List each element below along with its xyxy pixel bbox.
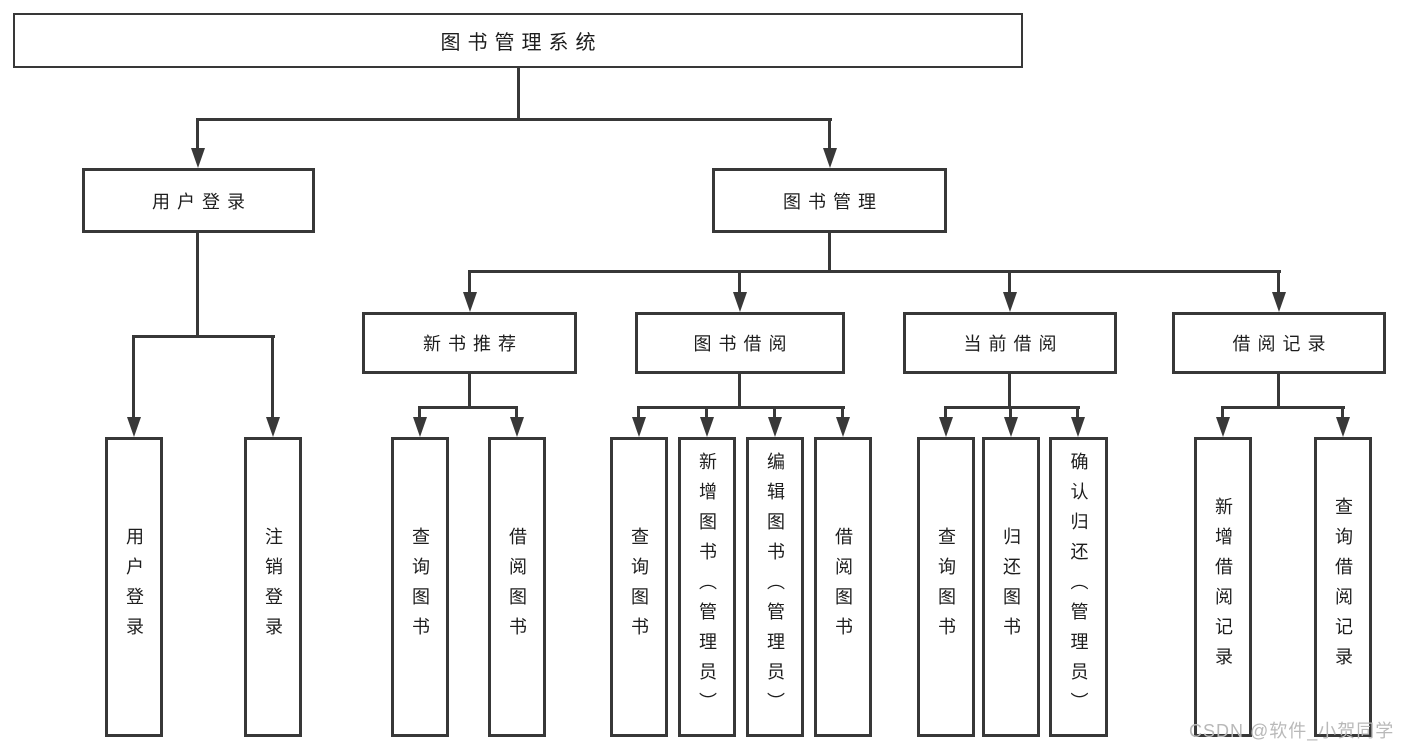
node-book-management: 图书管理 bbox=[712, 168, 947, 233]
connector-line bbox=[468, 374, 471, 406]
leaf-borrow-books-recommend: 借阅图书 bbox=[488, 437, 546, 737]
arrowhead-down-icon bbox=[632, 417, 646, 437]
arrowhead-down-icon bbox=[939, 417, 953, 437]
connector-line bbox=[1341, 406, 1344, 417]
node-book-borrow: 图书借阅 bbox=[635, 312, 845, 374]
leaf-borrow-books-recommend-label: 借阅图书 bbox=[507, 527, 527, 647]
connector-line bbox=[1008, 374, 1011, 406]
connector-line bbox=[944, 406, 947, 417]
arrowhead-down-icon bbox=[1003, 292, 1017, 312]
node-new-book-recommend-label: 新书推荐 bbox=[423, 334, 523, 354]
connector-line bbox=[1076, 406, 1079, 417]
leaf-query-books-current: 查询图书 bbox=[917, 437, 975, 737]
leaf-edit-book-admin: 编辑图书（管理员） bbox=[746, 437, 804, 737]
connector-line bbox=[468, 270, 471, 292]
connector-line bbox=[196, 118, 832, 121]
connector-line bbox=[468, 270, 1281, 273]
arrowhead-down-icon bbox=[1272, 292, 1286, 312]
connector-line bbox=[637, 406, 845, 409]
arrowhead-down-icon bbox=[413, 417, 427, 437]
leaf-query-books-borrow: 查询图书 bbox=[610, 437, 668, 737]
leaf-query-books-recommend-label: 查询图书 bbox=[410, 527, 430, 647]
connector-line bbox=[132, 335, 135, 417]
connector-line bbox=[1221, 406, 1345, 409]
leaf-query-books-recommend: 查询图书 bbox=[391, 437, 449, 737]
connector-line bbox=[1277, 270, 1280, 292]
connector-line bbox=[1008, 270, 1011, 292]
leaf-borrow-books-borrow-label: 借阅图书 bbox=[833, 527, 853, 647]
leaf-borrow-books-borrow: 借阅图书 bbox=[814, 437, 872, 737]
arrowhead-down-icon bbox=[836, 417, 850, 437]
connector-line bbox=[418, 406, 518, 409]
node-current-borrow-label: 当前借阅 bbox=[963, 334, 1064, 354]
leaf-add-borrow-record: 新增借阅记录 bbox=[1194, 437, 1252, 737]
node-new-book-recommend: 新书推荐 bbox=[362, 312, 577, 374]
connector-line bbox=[828, 118, 831, 148]
leaf-confirm-return-admin: 确认归还（管理员） bbox=[1049, 437, 1108, 737]
node-book-management-label: 图书管理 bbox=[783, 191, 883, 212]
leaf-query-books-borrow-label: 查询图书 bbox=[629, 527, 649, 647]
connector-line bbox=[196, 118, 199, 148]
leaf-query-books-current-label: 查询图书 bbox=[936, 527, 956, 647]
arrowhead-down-icon bbox=[191, 148, 205, 168]
connector-line bbox=[705, 406, 708, 417]
connector-line bbox=[637, 406, 640, 417]
leaf-logout-label: 注销登录 bbox=[263, 527, 283, 647]
arrowhead-down-icon bbox=[700, 417, 714, 437]
node-user-login: 用户登录 bbox=[82, 168, 315, 233]
leaf-user-login-label: 用户登录 bbox=[124, 527, 144, 647]
node-user-login-label: 用户登录 bbox=[152, 191, 252, 212]
connector-line bbox=[132, 335, 275, 338]
connector-line bbox=[1221, 406, 1224, 417]
connector-line bbox=[418, 406, 421, 417]
arrowhead-down-icon bbox=[1216, 417, 1230, 437]
arrowhead-down-icon bbox=[823, 148, 837, 168]
connector-line bbox=[271, 335, 274, 417]
arrowhead-down-icon bbox=[1336, 417, 1350, 437]
node-library-system-label: 图书管理系统 bbox=[440, 32, 603, 54]
arrowhead-down-icon bbox=[733, 292, 747, 312]
node-borrow-records: 借阅记录 bbox=[1172, 312, 1386, 374]
connector-line bbox=[1277, 374, 1280, 406]
connector-line bbox=[738, 270, 741, 292]
node-borrow-records-label: 借阅记录 bbox=[1232, 334, 1333, 354]
leaf-return-book-label: 归还图书 bbox=[1001, 527, 1021, 647]
node-book-borrow-label: 图书借阅 bbox=[693, 334, 794, 354]
leaf-query-borrow-record: 查询借阅记录 bbox=[1314, 437, 1372, 737]
arrowhead-down-icon bbox=[266, 417, 280, 437]
connector-line bbox=[841, 406, 844, 417]
connector-line bbox=[196, 233, 199, 335]
connector-line bbox=[828, 233, 831, 270]
connector-line bbox=[515, 406, 518, 417]
leaf-add-borrow-record-label: 新增借阅记录 bbox=[1213, 497, 1233, 677]
connector-line bbox=[1009, 406, 1012, 417]
connector-line bbox=[944, 406, 1080, 409]
node-current-borrow: 当前借阅 bbox=[903, 312, 1117, 374]
leaf-query-borrow-record-label: 查询借阅记录 bbox=[1333, 497, 1353, 677]
csdn-watermark: CSDN @软件_小贺同学 bbox=[1189, 721, 1395, 741]
node-library-system: 图书管理系统 bbox=[13, 13, 1023, 68]
leaf-edit-book-admin-label: 编辑图书（管理员） bbox=[765, 452, 785, 722]
arrowhead-down-icon bbox=[463, 292, 477, 312]
arrowhead-down-icon bbox=[1004, 417, 1018, 437]
arrowhead-down-icon bbox=[510, 417, 524, 437]
connector-line bbox=[773, 406, 776, 417]
leaf-return-book: 归还图书 bbox=[982, 437, 1040, 737]
leaf-add-book-admin: 新增图书（管理员） bbox=[678, 437, 736, 737]
arrowhead-down-icon bbox=[768, 417, 782, 437]
connector-line bbox=[517, 68, 520, 118]
connector-line bbox=[738, 374, 741, 406]
leaf-confirm-return-admin-label: 确认归还（管理员） bbox=[1068, 452, 1089, 722]
arrowhead-down-icon bbox=[1071, 417, 1085, 437]
arrowhead-down-icon bbox=[127, 417, 141, 437]
leaf-add-book-admin-label: 新增图书（管理员） bbox=[697, 452, 717, 722]
leaf-user-login: 用户登录 bbox=[105, 437, 163, 737]
leaf-logout: 注销登录 bbox=[244, 437, 302, 737]
